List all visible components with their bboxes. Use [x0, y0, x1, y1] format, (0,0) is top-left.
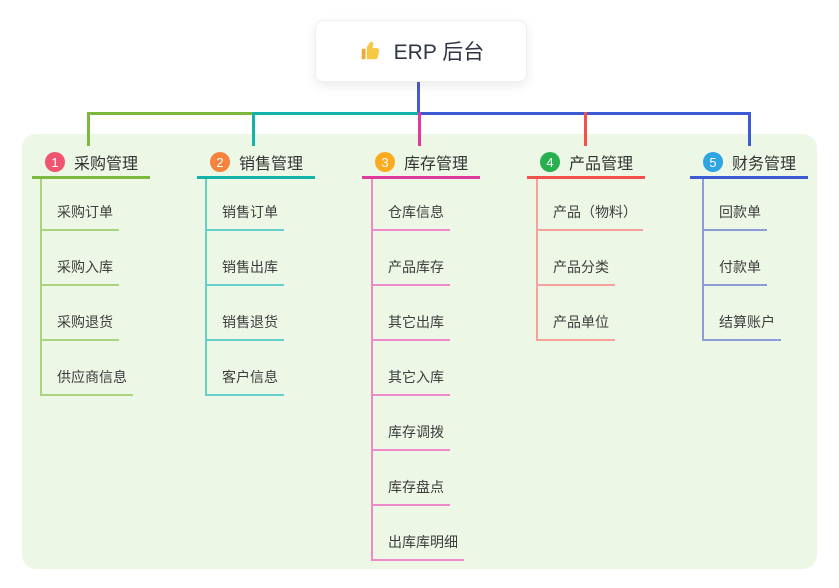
branches-panel	[22, 134, 817, 569]
branch-drop-line	[584, 112, 587, 146]
child-node[interactable]: 结算账户	[702, 313, 781, 341]
branch-spine-line	[536, 179, 538, 339]
branch-drop-line	[252, 112, 255, 146]
branch-node-3[interactable]: 3 库存管理	[362, 148, 481, 179]
child-node[interactable]: 销售订单	[205, 203, 284, 231]
branch-drop-line	[87, 112, 90, 146]
child-node[interactable]: 采购订单	[40, 203, 119, 231]
root-label: ERP 后台	[393, 41, 485, 64]
child-node[interactable]: 采购入库	[40, 258, 119, 286]
child-node[interactable]: 回款单	[702, 203, 767, 231]
child-node[interactable]: 库存盘点	[371, 478, 450, 506]
child-node[interactable]: 仓库信息	[371, 203, 450, 231]
branch-node-2[interactable]: 2 销售管理	[197, 148, 316, 179]
root-node-erp[interactable]: ERP 后台	[315, 20, 527, 82]
child-node[interactable]: 产品分类	[536, 258, 615, 286]
thumbs-up-icon	[358, 38, 384, 64]
child-node[interactable]: 产品单位	[536, 313, 615, 341]
child-node[interactable]: 供应商信息	[40, 368, 133, 396]
branch-badge: 4	[540, 152, 560, 172]
child-node[interactable]: 库存调拨	[371, 423, 450, 451]
branch-drop-line	[748, 112, 751, 146]
branch-badge: 2	[210, 152, 230, 172]
child-node[interactable]: 产品（物料）	[536, 203, 643, 231]
branch-label: 采购管理	[74, 156, 139, 173]
child-node[interactable]: 其它出库	[371, 313, 450, 341]
branch-label: 财务管理	[732, 156, 797, 173]
child-node[interactable]: 其它入库	[371, 368, 450, 396]
branch-node-1[interactable]: 1 采购管理	[32, 148, 151, 179]
connector-segment-mid	[252, 112, 419, 115]
branch-badge: 1	[45, 152, 65, 172]
child-node[interactable]: 销售退货	[205, 313, 284, 341]
branch-label: 产品管理	[569, 156, 634, 173]
child-node[interactable]: 采购退货	[40, 313, 119, 341]
branch-spine-line	[40, 179, 42, 394]
connector-segment-left	[87, 112, 253, 115]
branch-badge: 3	[375, 152, 395, 172]
child-node[interactable]: 付款单	[702, 258, 767, 286]
branch-drop-line	[418, 112, 421, 146]
branch-node-4[interactable]: 4 产品管理	[527, 148, 646, 179]
branch-node-5[interactable]: 5 财务管理	[690, 148, 809, 179]
child-node[interactable]: 产品库存	[371, 258, 450, 286]
child-node[interactable]: 销售出库	[205, 258, 284, 286]
branch-label: 销售管理	[239, 156, 304, 173]
branch-spine-line	[205, 179, 207, 394]
root-connector-line	[417, 80, 420, 115]
child-node[interactable]: 出库库明细	[371, 533, 464, 561]
child-node[interactable]: 客户信息	[205, 368, 284, 396]
branch-spine-line	[371, 179, 373, 559]
branch-label: 库存管理	[404, 156, 469, 173]
branch-badge: 5	[703, 152, 723, 172]
branch-spine-line	[702, 179, 704, 339]
